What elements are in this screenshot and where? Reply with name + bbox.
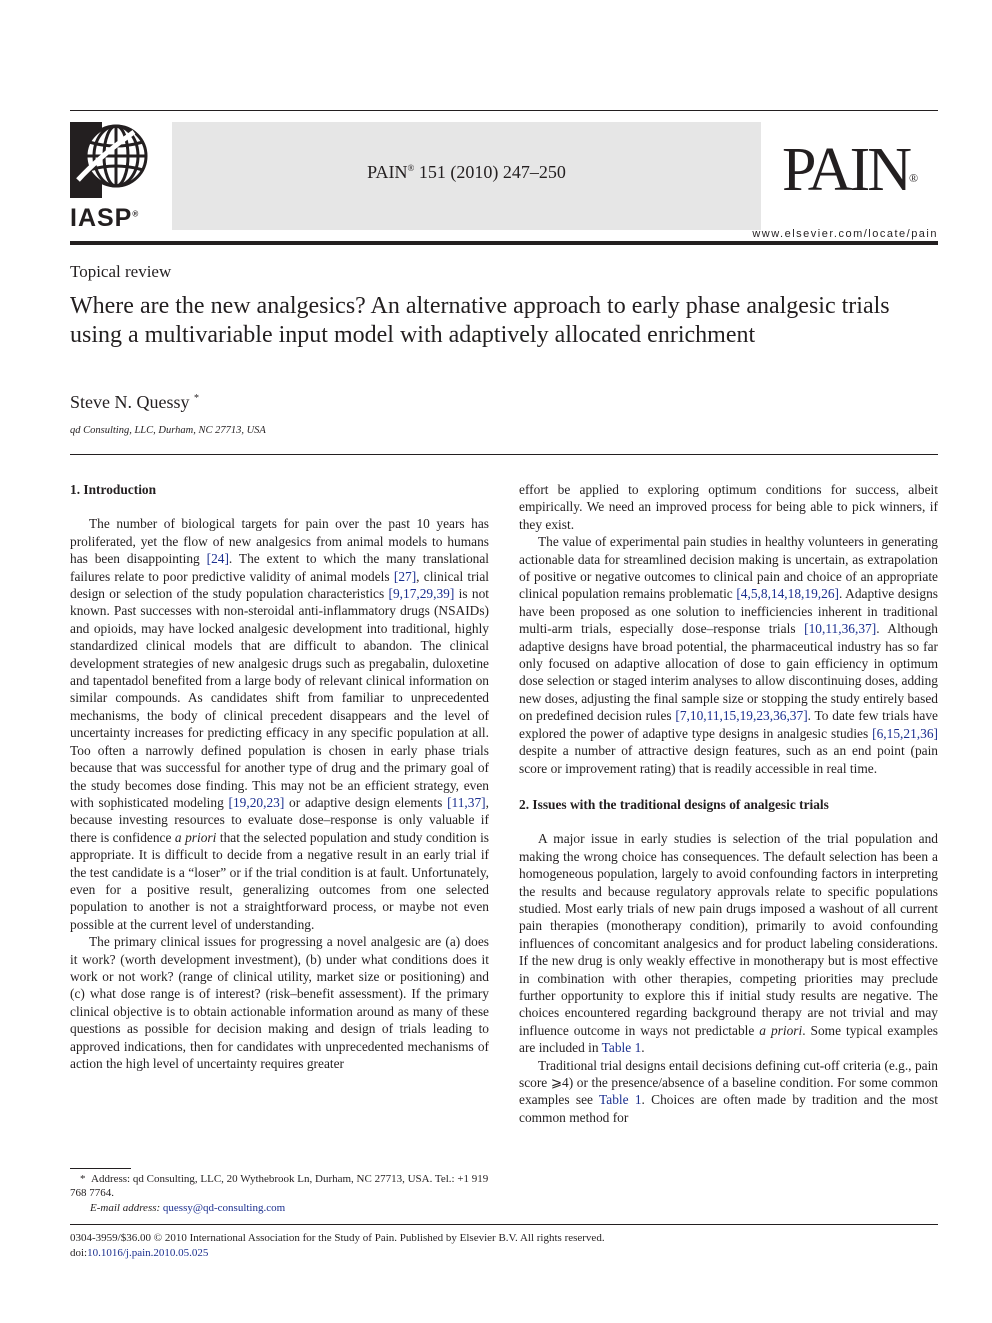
text-run: or adaptive design elements (284, 794, 448, 810)
doi-line: doi:10.1016/j.pain.2010.05.025 (70, 1246, 605, 1261)
text-run: that the selected population and study c… (70, 829, 489, 932)
email-label: E-mail address: (90, 1201, 161, 1214)
italic-text: a priori (174, 829, 217, 845)
citation-link[interactable]: [19,20,23] (228, 794, 285, 810)
text-run: despite a number of attractive design fe… (519, 743, 938, 776)
footer-rule (70, 1224, 938, 1225)
pain-logo-text: PAIN (782, 136, 912, 204)
doi-link[interactable]: 10.1016/j.pain.2010.05.025 (87, 1246, 209, 1259)
article-title: Where are the new analgesics? An alterna… (70, 293, 890, 348)
text-run: . Although adaptive designs have broad p… (519, 621, 938, 724)
paragraph-intro-2: The primary clinical issues for progress… (70, 934, 489, 1071)
text-run: A major issue in early studies is select… (519, 831, 938, 1038)
footnote-mark: * (80, 1173, 86, 1185)
doi-label: doi: (70, 1246, 88, 1259)
section-heading-introduction: 1. Introduction (70, 482, 157, 497)
email-link[interactable]: quessy@qd-consulting.com (162, 1201, 286, 1214)
citation-link[interactable]: [27] (393, 568, 417, 584)
text-run: . (641, 1040, 645, 1056)
footnote-email: E-mail address: quessy@qd-consulting.com (70, 1201, 489, 1215)
citation-link[interactable]: [9,17,29,39] (388, 586, 455, 602)
footnote-rule (70, 1168, 131, 1169)
journal-citation: PAIN® 151 (2010) 247–250 (172, 162, 761, 183)
iasp-reg-mark: ® (132, 209, 140, 219)
citation-link[interactable]: [24] (206, 551, 229, 567)
text-run: . To date few trials have explored the p… (519, 708, 938, 741)
paragraph-intro-continued: effort be applied to exploring optimum c… (519, 482, 938, 532)
right-column: effort be applied to exploring optimum c… (519, 481, 938, 1126)
citation-link[interactable]: [4,5,8,14,18,19,26] (736, 586, 839, 602)
citation-link[interactable]: [11,37] (447, 794, 486, 810)
italic-text: a priori (759, 1022, 803, 1038)
copyright-line: 0304-3959/$36.00 © 2010 International As… (70, 1232, 605, 1244)
pain-logo: PAIN® (782, 135, 918, 205)
paragraph-intro-3: The value of experimental pain studies i… (519, 533, 938, 777)
text-run: is not known. Past successes with non-st… (70, 586, 489, 810)
text-run: , clinical trial design or selection of … (70, 568, 489, 602)
author-name: Steve N. Quessy * (70, 392, 199, 413)
paragraph-intro-1: The number of biological targets for pai… (70, 515, 489, 933)
footnote-address-text: Address: qd Consulting, LLC, 20 Wythebro… (70, 1173, 489, 1200)
paragraph-issues-1: A major issue in early studies is select… (519, 830, 938, 1056)
table-link[interactable]: Table 1 (599, 1092, 642, 1108)
title-rule (70, 454, 938, 455)
affiliation: qd Consulting, LLC, Durham, NC 27713, US… (70, 425, 266, 436)
journal-banner (172, 122, 761, 230)
text-run: . Some typical examples are included in (519, 1022, 938, 1056)
pain-logo-reg: ® (909, 171, 919, 185)
citation-link[interactable]: [6,15,21,36] (872, 725, 938, 741)
text-run: The number of biological targets for pai… (70, 516, 489, 567)
volume-pages: 151 (2010) 247–250 (418, 162, 566, 182)
citation-link[interactable]: [10,11,36,37] (804, 621, 877, 637)
copyright-footer: 0304-3959/$36.00 © 2010 International As… (70, 1231, 605, 1260)
author-text: Steve N. Quessy (70, 392, 190, 412)
iasp-wordmark-text: IASP (70, 204, 133, 232)
footnote-address: * Address: qd Consulting, LLC, 20 Wytheb… (70, 1172, 489, 1201)
journal-url[interactable]: www.elsevier.com/locate/pain (752, 228, 938, 240)
table-link[interactable]: Table 1 (601, 1040, 642, 1056)
footnote: * Address: qd Consulting, LLC, 20 Wytheb… (70, 1172, 489, 1215)
section-heading-issues: 2. Issues with the traditional designs o… (519, 796, 829, 812)
header-thick-rule (70, 241, 938, 245)
paragraph-issues-2: Traditional trial designs entail decisio… (519, 1057, 938, 1127)
iasp-logo (70, 122, 150, 202)
text-run: Traditional trial designs entail decisio… (519, 1057, 938, 1108)
iasp-wordmark: IASP® (70, 204, 139, 233)
text-run: . Choices are often made by tradition an… (519, 1092, 938, 1125)
journal-name: PAIN (367, 162, 408, 182)
globe-icon (70, 122, 150, 202)
text-run: , because investing resources to evaluat… (70, 794, 489, 845)
left-column: 1. Introduction The number of biological… (70, 481, 489, 1072)
journal-reg-mark: ® (407, 163, 415, 173)
top-rule (70, 110, 938, 111)
text-run: The value of experimental pain studies i… (519, 534, 938, 602)
citation-link[interactable]: [7,10,11,15,19,23,36,37] (675, 708, 808, 724)
text-run: . The extent to which the many translati… (70, 551, 490, 584)
corresponding-mark[interactable]: * (194, 393, 199, 404)
article-type: Topical review (70, 262, 172, 281)
text-run: . Adaptive designs have been proposed as… (519, 586, 938, 637)
